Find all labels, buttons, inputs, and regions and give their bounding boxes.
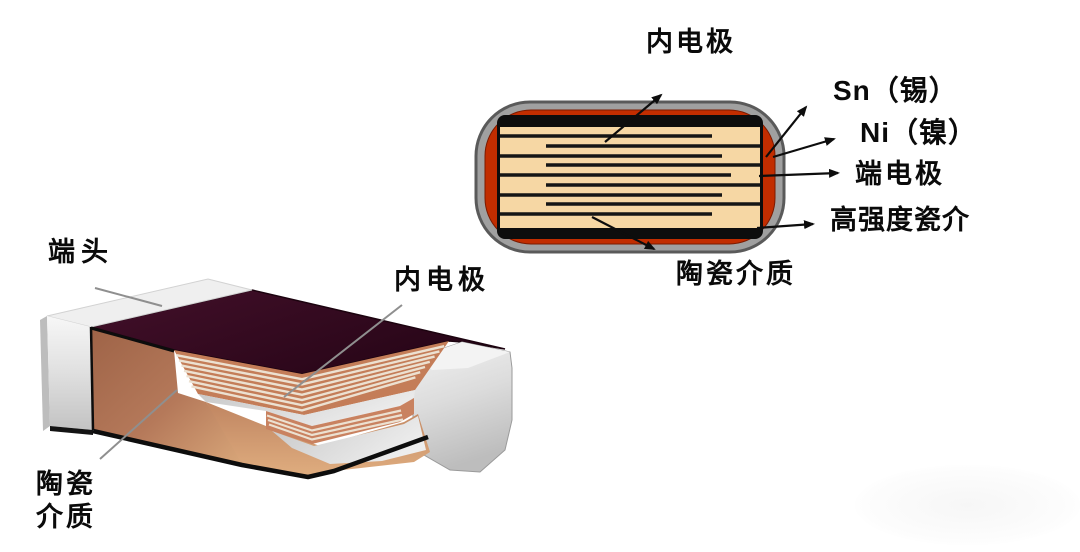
label-high-strength-ceramic: 高强度瓷介 bbox=[830, 205, 970, 235]
label-terminal-electrode: 端电极 bbox=[855, 159, 945, 189]
electrode-layer-stripes-2 bbox=[266, 409, 404, 441]
leader-inner-electrode bbox=[283, 304, 403, 398]
dielectric-floor-1 bbox=[198, 390, 415, 426]
faint-watermark bbox=[855, 465, 1080, 545]
left-terminal-cap-side bbox=[40, 316, 50, 431]
label-ceramic-dielectric-3d-line1: 陶瓷 bbox=[36, 469, 96, 499]
arrow-terminal-electrode bbox=[758, 168, 840, 178]
leader-terminal-head bbox=[94, 287, 163, 307]
inner-electrode-lines bbox=[500, 134, 760, 216]
cross-section-diagram bbox=[474, 93, 840, 254]
cutaway-leader-lines bbox=[94, 287, 403, 460]
arrow-ceramic-dielectric bbox=[591, 216, 656, 250]
label-terminal-head: 端头 bbox=[48, 237, 114, 267]
electrode-layer-stripes-1 bbox=[176, 345, 445, 412]
ceramic-dielectric-interior bbox=[500, 127, 760, 228]
ceramic-cut-face-left bbox=[91, 327, 242, 464]
label-inner-electrode-3d: 内电极 bbox=[394, 265, 490, 295]
cap-body-divider-edge bbox=[89, 326, 95, 431]
top-face-front-edge bbox=[90, 326, 175, 353]
label-inner-electrode-top: 内电极 bbox=[646, 27, 736, 57]
right-terminal-cap-top bbox=[418, 342, 510, 370]
cutaway-3d-diagram bbox=[40, 278, 513, 480]
leader-ceramic-dielectric bbox=[99, 389, 178, 460]
cross-section-arrows bbox=[591, 93, 840, 250]
arrow-tin bbox=[765, 105, 808, 158]
left-terminal-cap-front bbox=[47, 316, 93, 430]
arrow-nickel bbox=[772, 137, 836, 159]
label-nickel: Ni（镍） bbox=[860, 117, 978, 148]
label-tin: Sn（锡） bbox=[833, 75, 958, 106]
left-cap-bottom-edge bbox=[50, 426, 93, 435]
arrow-high-strength-ceramic bbox=[756, 220, 815, 230]
label-ceramic-dielectric-top: 陶瓷介质 bbox=[676, 259, 796, 289]
arrow-inner-electrode bbox=[604, 93, 663, 143]
chip-bottom-edge bbox=[92, 428, 429, 480]
label-ceramic-dielectric-3d-line2: 介质 bbox=[36, 502, 96, 532]
